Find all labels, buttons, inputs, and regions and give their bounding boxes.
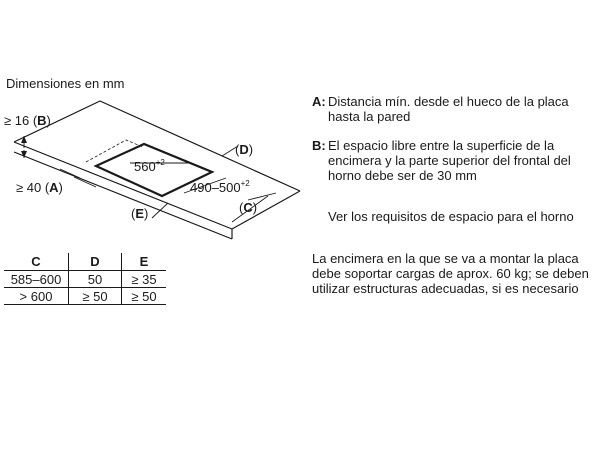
note-a-text: Distancia mín. desde el hueco de la plac…: [328, 94, 569, 124]
label-e: (E): [131, 206, 148, 221]
label-c: (C): [239, 200, 257, 215]
worktop-bottom-edge: [13, 151, 233, 240]
column-header-e: E: [121, 253, 166, 271]
note-oven-reference: Ver los requisitos de espacio para el ho…: [328, 209, 574, 224]
worktop-right-edge: [231, 190, 301, 230]
table-cell: ≥ 35: [121, 270, 166, 288]
table-cell: 585–600: [4, 270, 69, 288]
table-cell: 50: [68, 270, 122, 288]
label-a-min-40: ≥ 40 (A): [16, 180, 63, 195]
table-cell: > 600: [4, 287, 69, 305]
column-header-c: C: [4, 253, 69, 271]
table-cell: ≥ 50: [121, 287, 166, 305]
column-header-d: D: [68, 253, 122, 271]
dimension-table: C D E 585–600 50 ≥ 35 > 600 ≥ 50 ≥ 50: [4, 253, 166, 305]
note-load-requirement: La encimera en la que se va a montar la …: [312, 251, 589, 296]
note-a: A: Distancia mín. desde el hueco de la p…: [312, 94, 588, 124]
dimensions-title: Dimensiones en mm: [6, 76, 125, 91]
worktop-front-edge: [13, 141, 233, 230]
note-b: B: El espacio libre entre la superficie …: [312, 138, 588, 183]
note-b-key: B:: [312, 138, 326, 153]
note-b-text: El espacio libre entre la superficie de …: [328, 138, 571, 183]
label-cutout-depth: 490–500+2: [190, 179, 250, 195]
table-row: 585–600 50 ≥ 35: [4, 270, 166, 288]
label-cutout-width: 560+2: [134, 158, 165, 174]
table-row: > 600 ≥ 50 ≥ 50: [4, 287, 166, 305]
table-cell: ≥ 50: [68, 287, 122, 305]
table-header-row: C D E: [4, 253, 166, 271]
note-a-key: A:: [312, 94, 326, 109]
label-b-min-16: ≥ 16 (B): [4, 113, 51, 128]
cutout-outline: [93, 142, 215, 198]
label-d: (D): [235, 142, 253, 157]
worktop-top-surface: [13, 100, 301, 192]
hob-dashed-outline: [85, 139, 144, 163]
